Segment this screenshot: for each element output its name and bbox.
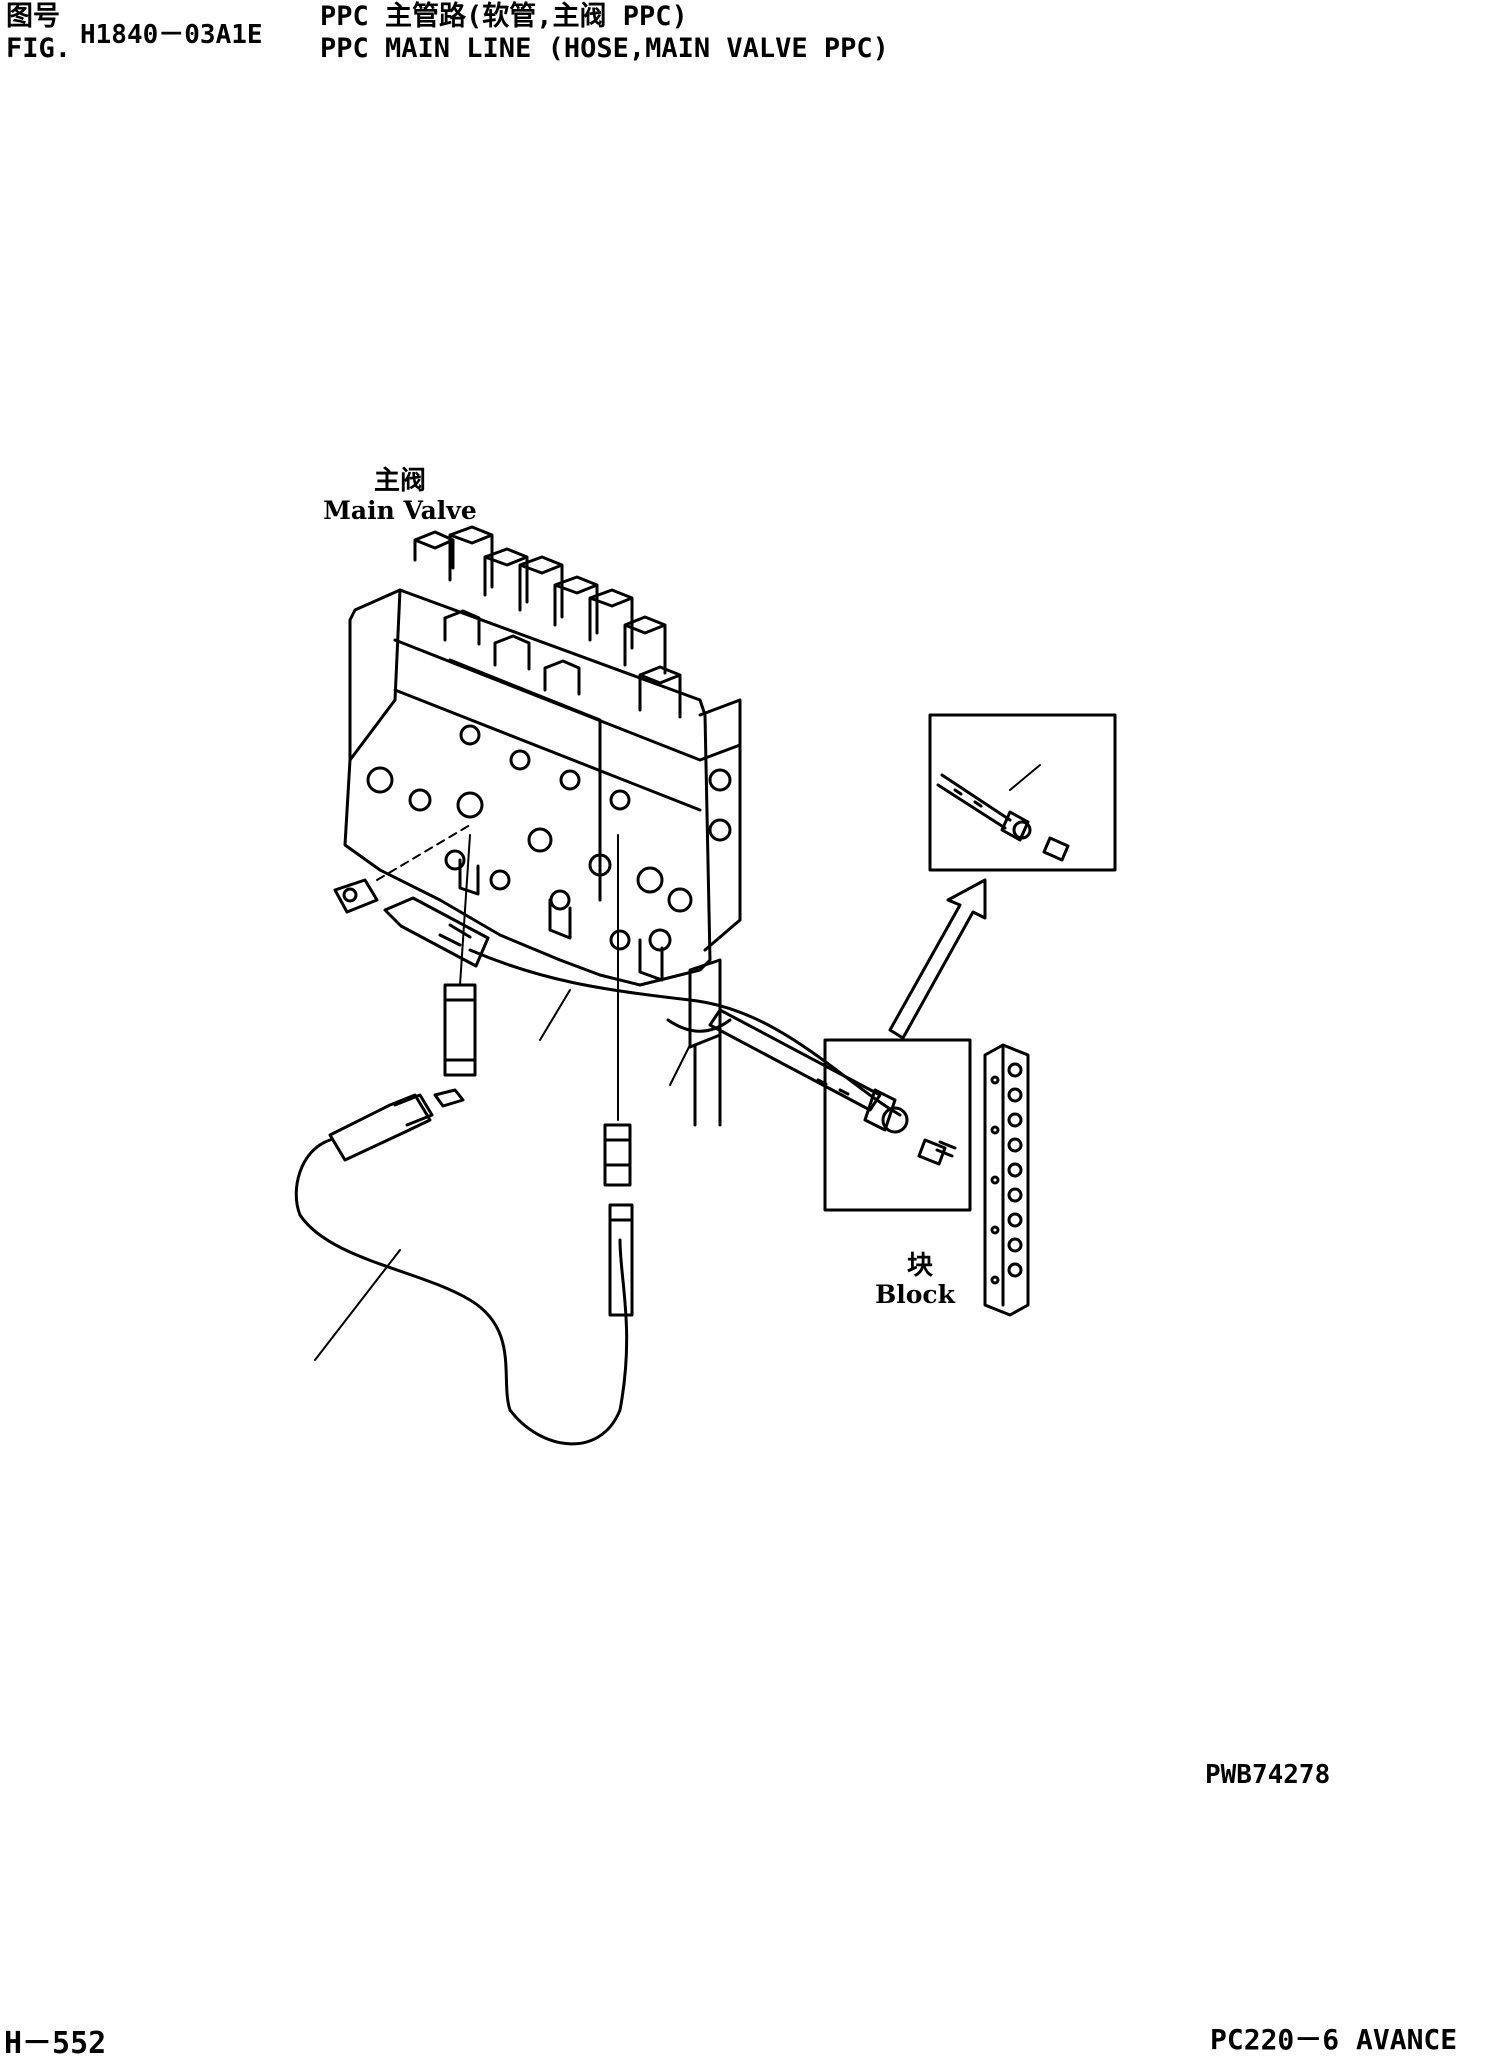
main-valve-icon [343,525,742,987]
fig-label-en: FIG. [6,33,72,64]
page-number: H－552 [4,2026,107,2061]
main-valve-label-cn: 主阀 [373,466,426,496]
hose-end-lower [328,1093,432,1162]
hose-icon [294,1138,629,1446]
detail-inset [928,713,1117,872]
fig-label-cn: 图号 [6,1,60,32]
block-icon [983,1043,1030,1317]
block-label-en: Block [875,1280,955,1309]
drawing-code: PWB74278 [1205,1760,1331,1790]
title-en: PPC MAIN LINE (HOSE,MAIN VALVE PPC) [320,33,889,64]
detail-arrow-icon [888,878,987,1040]
hose-end-upper [383,896,490,968]
model-name: PC220－6 AVANCE [1210,2023,1458,2056]
block-label-cn: 块 [906,1251,933,1281]
main-valve-label-en: Main Valve [323,496,477,525]
hose-end-vertical [443,983,477,1077]
title-cn: PPC 主管路(软管,主阀 PPC) [320,1,688,32]
fig-number: H1840－03A1E [80,20,263,50]
elbow-fitting-icon [333,824,471,914]
